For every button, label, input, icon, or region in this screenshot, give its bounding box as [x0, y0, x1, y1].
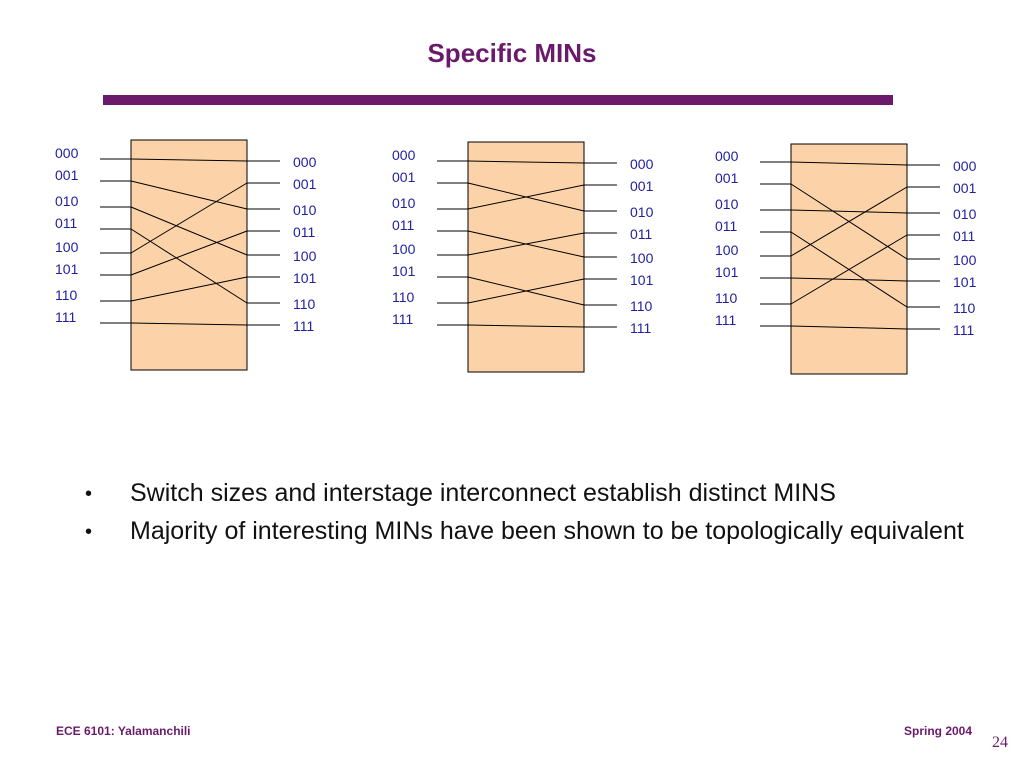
- input-label: 110: [55, 287, 78, 303]
- input-label: 000: [392, 147, 416, 163]
- output-label: 101: [293, 270, 317, 286]
- interconnect-wire: [790, 161, 908, 166]
- output-label: 010: [953, 206, 977, 222]
- interconnect-wire: [467, 160, 585, 164]
- output-label: 001: [293, 176, 317, 192]
- output-label: 110: [630, 298, 653, 314]
- output-label: 111: [293, 318, 314, 334]
- output-label: 101: [953, 274, 977, 290]
- input-label: 111: [55, 309, 76, 325]
- bullet-marker: •: [85, 521, 93, 543]
- interconnect-wire: [467, 324, 585, 328]
- input-label: 010: [392, 195, 416, 211]
- switch-box: [130, 139, 248, 371]
- output-label: 111: [953, 322, 974, 338]
- input-label: 001: [392, 169, 416, 185]
- input-label: 010: [715, 196, 739, 212]
- input-label: 100: [392, 241, 416, 257]
- bullet-text: Majority of interesting MINs have been s…: [130, 517, 964, 545]
- output-label: 000: [630, 156, 654, 172]
- output-label: 100: [293, 248, 317, 264]
- input-label: 111: [392, 311, 413, 327]
- footer-term: Spring 2004: [904, 724, 973, 738]
- slide-title: Specific MINs: [427, 38, 597, 68]
- output-label: 011: [630, 226, 653, 242]
- input-label: 011: [392, 217, 415, 233]
- bullet-text: Switch sizes and interstage interconnect…: [130, 479, 836, 507]
- input-label: 000: [715, 148, 739, 164]
- output-label: 000: [293, 154, 317, 170]
- input-label: 001: [715, 170, 739, 186]
- page-number: 24: [992, 734, 1008, 751]
- interconnect-wire: [130, 322, 248, 326]
- bullet-item: • Switch sizes and interstage interconne…: [85, 478, 977, 508]
- input-label: 110: [392, 289, 415, 305]
- input-label: 011: [715, 218, 738, 234]
- output-label: 100: [630, 250, 654, 266]
- footer-course: ECE 6101: Yalamanchili: [56, 724, 191, 738]
- input-label: 110: [715, 290, 738, 306]
- input-label: 101: [55, 261, 79, 277]
- output-label: 001: [630, 178, 654, 194]
- output-label: 001: [953, 180, 977, 196]
- switch-box: [467, 141, 585, 373]
- interconnect-wire: [467, 278, 585, 304]
- interconnect-wire: [790, 209, 908, 214]
- interconnect-wire: [130, 206, 248, 256]
- interconnect-wire: [790, 325, 908, 330]
- output-label: 101: [630, 272, 654, 288]
- output-label: 000: [953, 158, 977, 174]
- interconnect-wire: [130, 158, 248, 162]
- output-label: 110: [293, 296, 316, 312]
- input-label: 100: [715, 242, 739, 258]
- title-underline: [103, 95, 893, 105]
- bullet-item: • Majority of interesting MINs have been…: [85, 516, 977, 546]
- interconnect-wire: [130, 182, 248, 254]
- input-label: 011: [55, 215, 78, 231]
- input-label: 100: [55, 239, 79, 255]
- input-label: 111: [715, 312, 736, 328]
- bullet-list: • Switch sizes and interstage interconne…: [85, 478, 977, 554]
- input-label: 001: [55, 167, 79, 183]
- output-label: 011: [293, 224, 316, 240]
- output-label: 111: [630, 320, 651, 336]
- interconnect-wire: [130, 230, 248, 276]
- input-label: 101: [392, 263, 416, 279]
- interconnect-wire: [790, 277, 908, 282]
- interconnect-wire: [130, 276, 248, 302]
- switch-box: [790, 143, 908, 375]
- output-label: 110: [953, 300, 976, 316]
- input-label: 000: [55, 145, 79, 161]
- output-label: 011: [953, 228, 976, 244]
- input-label: 010: [55, 193, 79, 209]
- bullet-marker: •: [85, 483, 93, 505]
- input-label: 101: [715, 264, 739, 280]
- interconnect-wire: [467, 184, 585, 210]
- output-label: 100: [953, 252, 977, 268]
- output-label: 010: [293, 202, 317, 218]
- interconnect-wire: [790, 186, 908, 257]
- output-label: 010: [630, 204, 654, 220]
- interconnect-wire: [467, 232, 585, 256]
- interconnect-wire: [130, 180, 248, 210]
- interconnect-wire: [790, 234, 908, 305]
